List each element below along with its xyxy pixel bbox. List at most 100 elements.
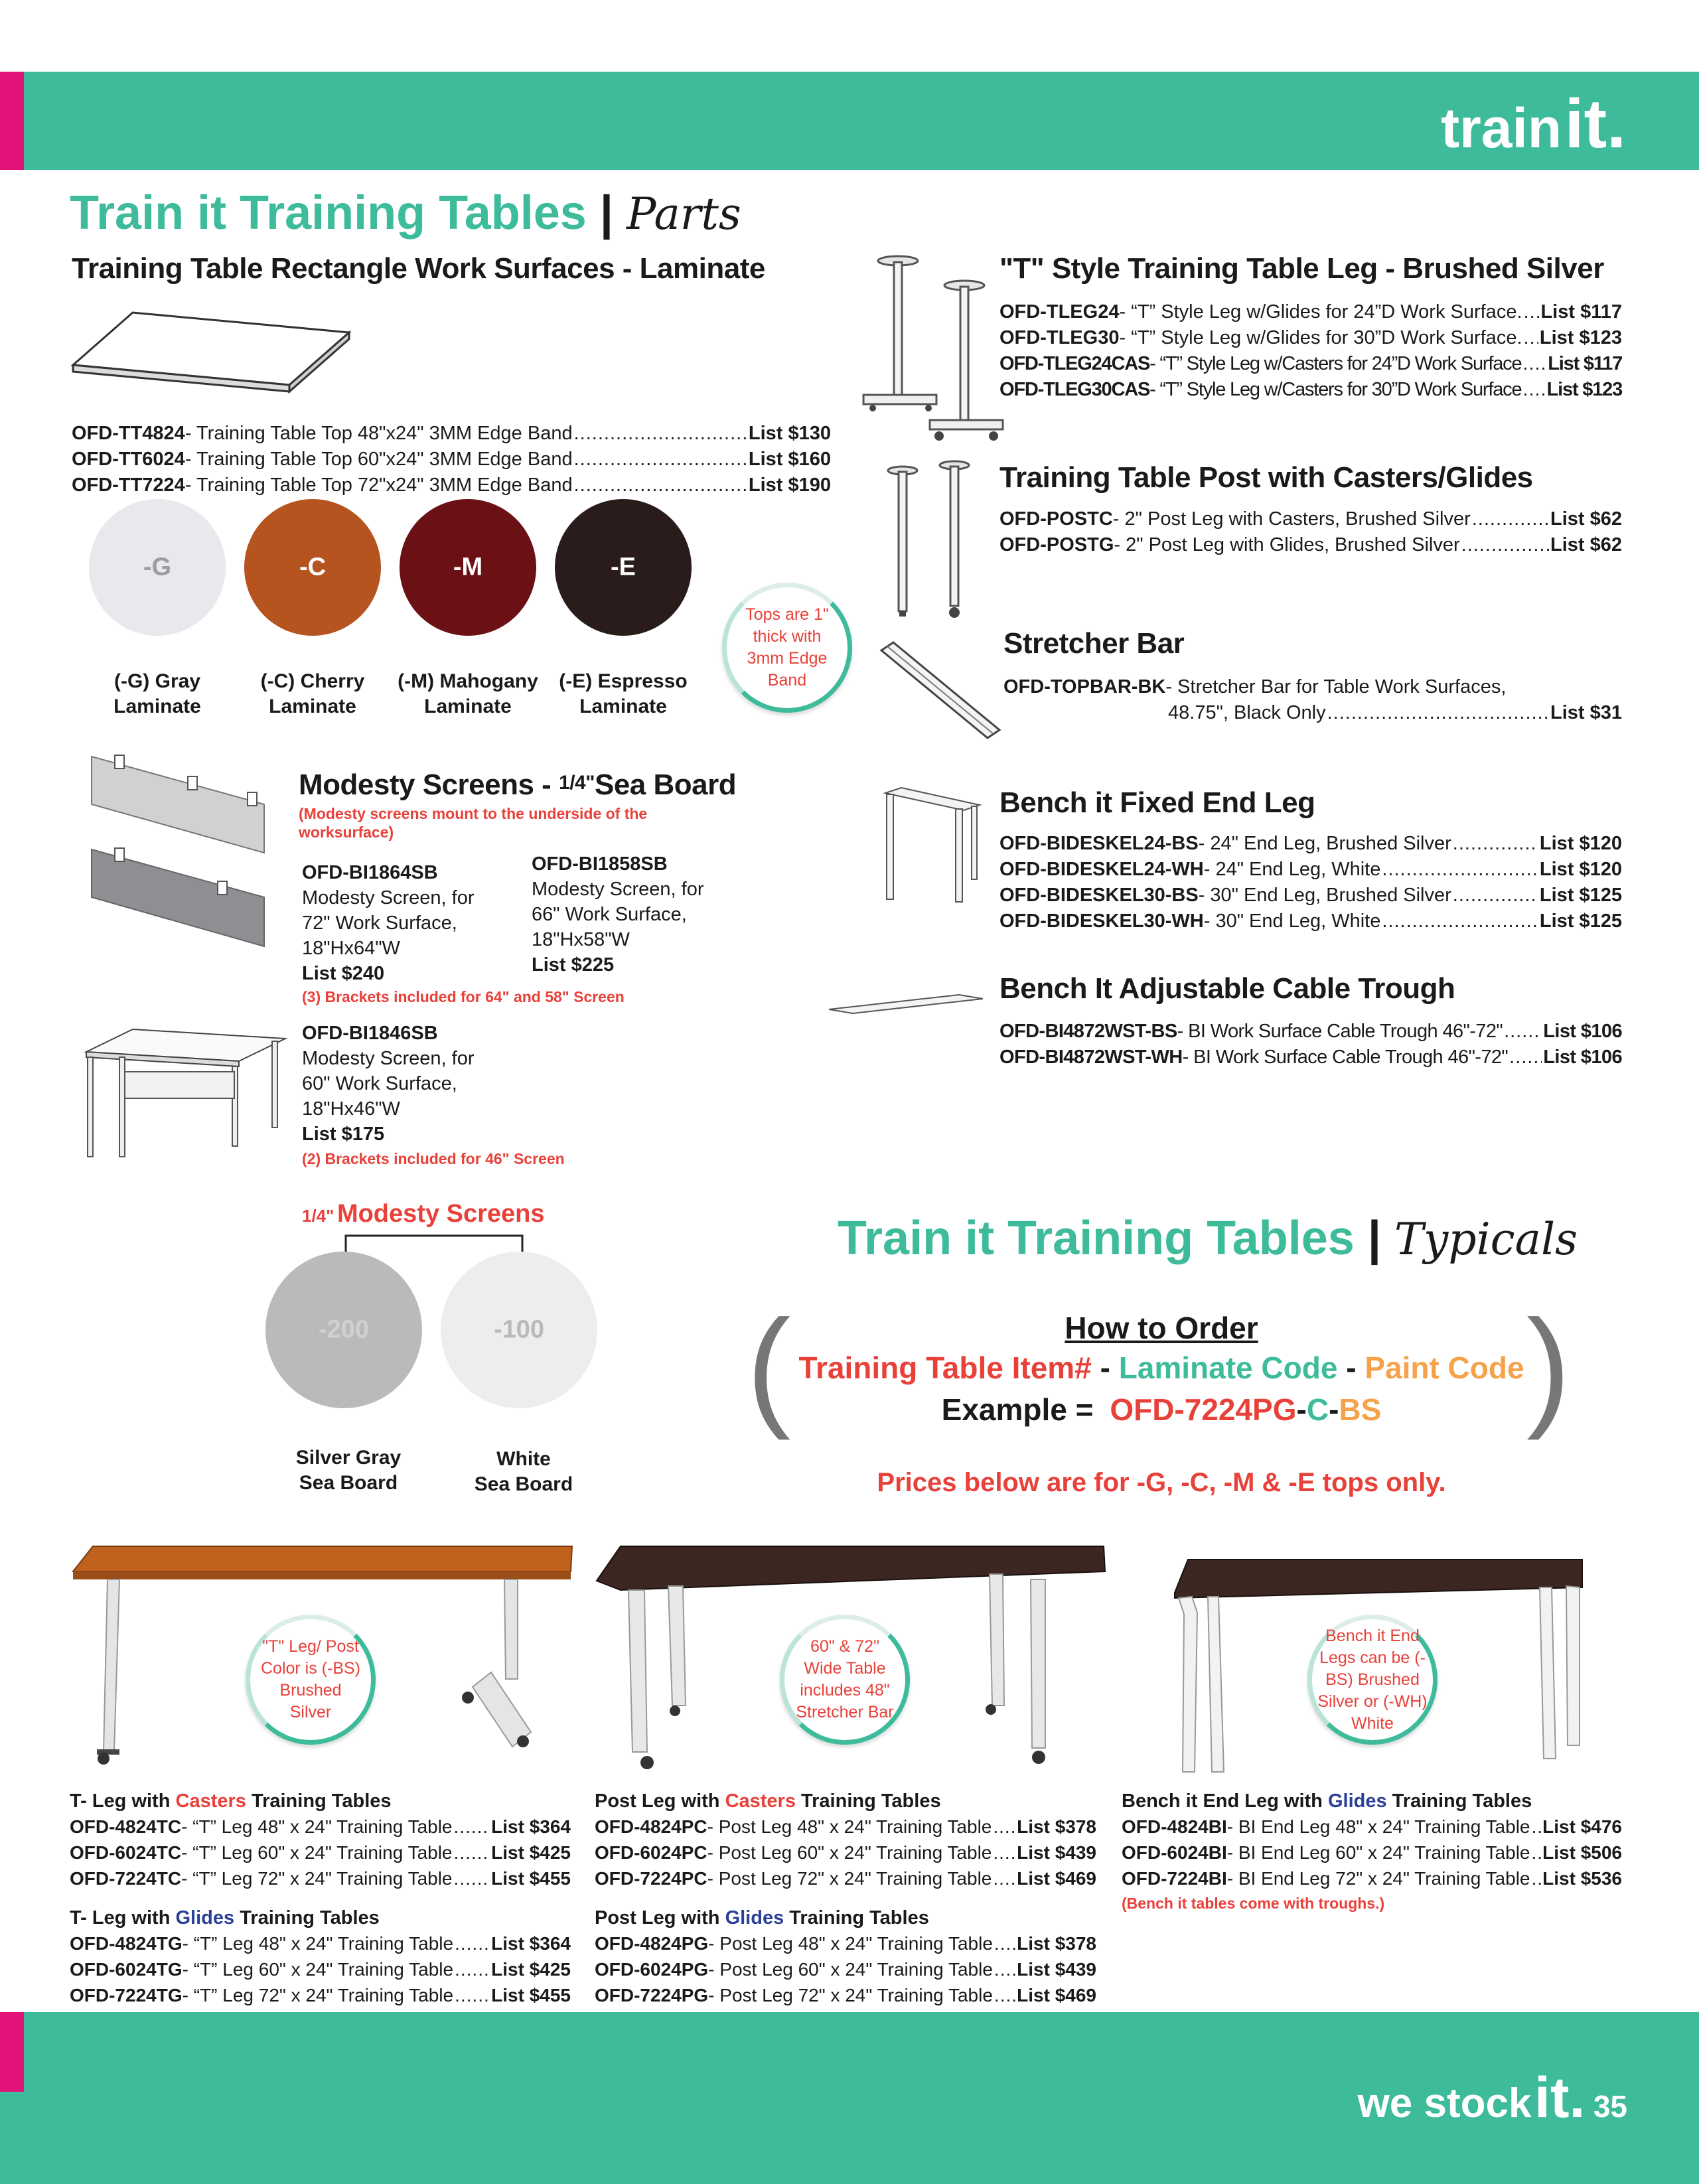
formula-laminate: Laminate Code: [1118, 1350, 1338, 1385]
item-price: List $225: [532, 954, 615, 976]
item-code: OFD-4824TG: [70, 1933, 183, 1954]
item-desc: - “T” Style Leg w/Casters for 30”D Work …: [1149, 379, 1522, 400]
leader-dots: [993, 1865, 1015, 1891]
leader-dots: [1531, 1840, 1541, 1865]
modesty-item-64: OFD-BI1864SB Modesty Screen, for 72" Wor…: [302, 860, 475, 986]
group-heading-suffix: Training Tables: [246, 1790, 392, 1812]
parts-title-text: Train it Training Tables: [70, 186, 587, 240]
laminate-swatch-circle: -G: [89, 499, 226, 636]
group-heading-prefix: T- Leg with: [70, 1790, 176, 1812]
price-line: OFD-4824PC - Post Leg 48" x 24" Training…: [595, 1814, 1096, 1840]
laminate-swatch-circle: -M: [400, 499, 536, 636]
price-line: OFD-6024PG - Post Leg 60" x 24" Training…: [595, 1956, 1096, 1982]
bubble-text: "T" Leg/ Post Color is (-BS) Brushed Sil…: [260, 1637, 360, 1721]
laminate-swatch-mahogany: -M: [400, 499, 536, 636]
table-top-illustration: [70, 311, 352, 394]
price-line: OFD-BIDESKEL24-WH - 24" End Leg, WhiteLi…: [999, 857, 1622, 883]
group-heading: Post Leg with Casters Training Tables: [595, 1788, 1096, 1814]
leader-dots: [1531, 1865, 1541, 1891]
item-desc: - Post Leg 72" x 24" Training Table: [707, 1868, 992, 1889]
item-desc: - Post Leg 60" x 24" Training Table: [708, 1959, 993, 1980]
item-price: List $439: [1017, 1842, 1096, 1863]
leader-dots: [455, 1956, 490, 1982]
swatch-code: -100: [493, 1315, 545, 1344]
screen-swatches-title: Modesty Screens: [336, 1200, 545, 1228]
screen-swatches-heading: 1/4" Modesty Screens: [302, 1200, 545, 1228]
price-line: OFD-6024BI - BI End Leg 60" x 24" Traini…: [1122, 1840, 1622, 1865]
bench-end-leg-illustration: [883, 786, 982, 903]
item-desc-line: Modesty Screen, for: [302, 887, 475, 909]
swatch-code: -C: [299, 553, 327, 581]
group-heading: T- Leg with Casters Training Tables: [70, 1788, 571, 1814]
laminate-label-line1: (-E) Espresso: [559, 670, 688, 692]
leader-dots: [1524, 325, 1538, 351]
leader-dots: [574, 473, 747, 498]
item-code: OFD-BIDESKEL30-WH: [999, 910, 1204, 932]
item-desc: - 2" Post Leg with Glides, Brushed Silve…: [1114, 534, 1460, 555]
item-code: OFD-BIDESKEL24-BS: [999, 833, 1199, 854]
modesty-item-58: OFD-BI1858SB Modesty Screen, for 66" Wor…: [532, 851, 704, 978]
item-code: OFD-7224BI: [1122, 1868, 1227, 1889]
typicals-title: Train it Training Tables | Typicals: [838, 1211, 1578, 1266]
post-glides-group: Post Leg with Glides Training Tables OFD…: [595, 1905, 1096, 2008]
header-band: [0, 72, 1699, 170]
item-code: OFD-7224PC: [595, 1868, 707, 1889]
leader-dots: [1382, 857, 1538, 883]
price-line: OFD-BIDESKEL24-BS - 24" End Leg, Brushed…: [999, 831, 1622, 857]
post-casters-group: Post Leg with Casters Training Tables OF…: [595, 1788, 1096, 1891]
item-desc-line: Modesty Screen, for: [302, 1048, 475, 1069]
item-desc: - BI End Leg 60" x 24" Training Table: [1226, 1842, 1530, 1863]
group-heading-suffix: Training Tables: [795, 1790, 941, 1812]
swatch-code: -200: [318, 1315, 370, 1344]
item-price: List $175: [302, 1124, 385, 1145]
item-price: List $364: [491, 1933, 571, 1954]
price-line: OFD-4824TC - “T” Leg 48" x 24" Training …: [70, 1814, 571, 1840]
item-price: List $125: [1539, 885, 1622, 906]
leader-dots: [455, 1982, 490, 2008]
item-code: OFD-POSTG: [999, 534, 1114, 555]
item-desc: - “T” Leg 60" x 24" Training Table: [181, 1842, 453, 1863]
stretcher-bar-illustration: [879, 641, 1001, 739]
order-example: Example = OFD-7224PG-C-BS: [793, 1388, 1530, 1431]
example-label: Example =: [941, 1392, 1102, 1427]
item-desc: - BI End Leg 48" x 24" Training Table: [1226, 1816, 1530, 1837]
screen-swatch-circle: -200: [265, 1252, 422, 1408]
header-brand-it: it.: [1564, 86, 1626, 163]
group-heading-accent: Casters: [175, 1790, 246, 1812]
group-heading: Post Leg with Glides Training Tables: [595, 1905, 1096, 1930]
how-to-order-block: How to Order Training Table Item# - Lami…: [793, 1309, 1530, 1431]
group-heading-suffix: Training Tables: [784, 1907, 929, 1929]
price-line: OFD-BIDESKEL30-WH - 30" End Leg, WhiteLi…: [999, 909, 1622, 934]
item-desc-line: 66" Work Surface,: [532, 904, 687, 925]
t-leg-table-illustration: [71, 1546, 573, 1765]
t-leg-heading: "T" Style Training Table Leg - Brushed S…: [999, 252, 1604, 285]
laminate-swatch-gray: -G: [89, 499, 226, 636]
item-price: List $123: [1539, 327, 1622, 348]
swatch-code: -E: [611, 553, 636, 581]
item-code: OFD-TLEG30: [999, 327, 1120, 348]
parts-title: Train it Training Tables | Parts: [70, 186, 741, 240]
formula-item: Training Table Item#: [798, 1350, 1092, 1385]
example-paint: BS: [1339, 1392, 1382, 1427]
stretcher-heading: Stretcher Bar: [1003, 627, 1185, 660]
example-laminate: C: [1306, 1392, 1329, 1427]
item-code: OFD-TLEG30CAS: [999, 379, 1150, 400]
leader-dots: [1472, 506, 1549, 532]
bench-table-illustration: [84, 1028, 288, 1157]
leader-dots: [574, 447, 747, 473]
bench-glides-group: Bench it End Leg with Glides Training Ta…: [1122, 1788, 1622, 1913]
price-line: 48.75", Black OnlyList $31: [1168, 700, 1622, 726]
trough-list: OFD-BI4872WST-BS - BI Work Surface Cable…: [999, 1019, 1623, 1070]
item-code: OFD-7224TC: [70, 1868, 182, 1889]
item-desc-line: 72" Work Surface,: [302, 912, 457, 934]
item-price: List $117: [1540, 301, 1622, 323]
tleg-glides-group: T- Leg with Glides Training Tables OFD-4…: [70, 1905, 571, 2008]
item-code: OFD-6024TG: [70, 1959, 183, 1980]
order-paren-left: (: [747, 1293, 791, 1441]
modesty-heading-text: Modesty Screens -: [299, 768, 559, 801]
leader-dots: [994, 1930, 1015, 1956]
group-heading-suffix: Training Tables: [1386, 1790, 1532, 1812]
bench-troughs-note: (Bench it tables come with troughs.): [1122, 1895, 1385, 1912]
header-accent-tab: [0, 72, 24, 170]
